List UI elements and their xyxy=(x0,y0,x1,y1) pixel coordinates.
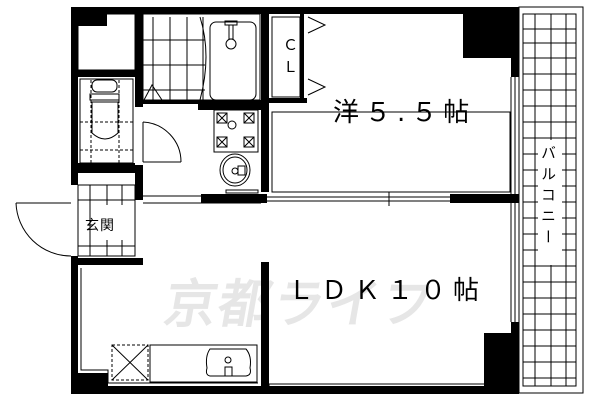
refrigerator-space xyxy=(111,344,149,381)
entrance-area xyxy=(77,184,136,257)
bathtub xyxy=(209,21,257,101)
toilet xyxy=(80,79,133,163)
storage-upper-left xyxy=(77,13,136,71)
balcony xyxy=(518,6,584,394)
washing-machine-pan xyxy=(213,109,259,153)
shower-tile-grid xyxy=(143,16,207,101)
bathroom-fixtures xyxy=(80,16,259,194)
kitchen-counter xyxy=(149,344,258,383)
kitchen-sink xyxy=(205,348,251,377)
kitchen-fixtures xyxy=(111,344,258,383)
washbasin xyxy=(219,153,259,194)
balcony-tile-rows xyxy=(523,28,576,379)
walls xyxy=(71,7,519,394)
balcony-label: バルコニー xyxy=(539,145,557,250)
western-room-label: 洋５.５帖 xyxy=(333,98,476,128)
ldk-room-label: ＬＤＫ１０帖 xyxy=(288,276,487,306)
entrance-label: 玄関 xyxy=(85,218,115,234)
closet-label: ＣＬ xyxy=(283,36,305,76)
inner-lines xyxy=(15,13,516,386)
